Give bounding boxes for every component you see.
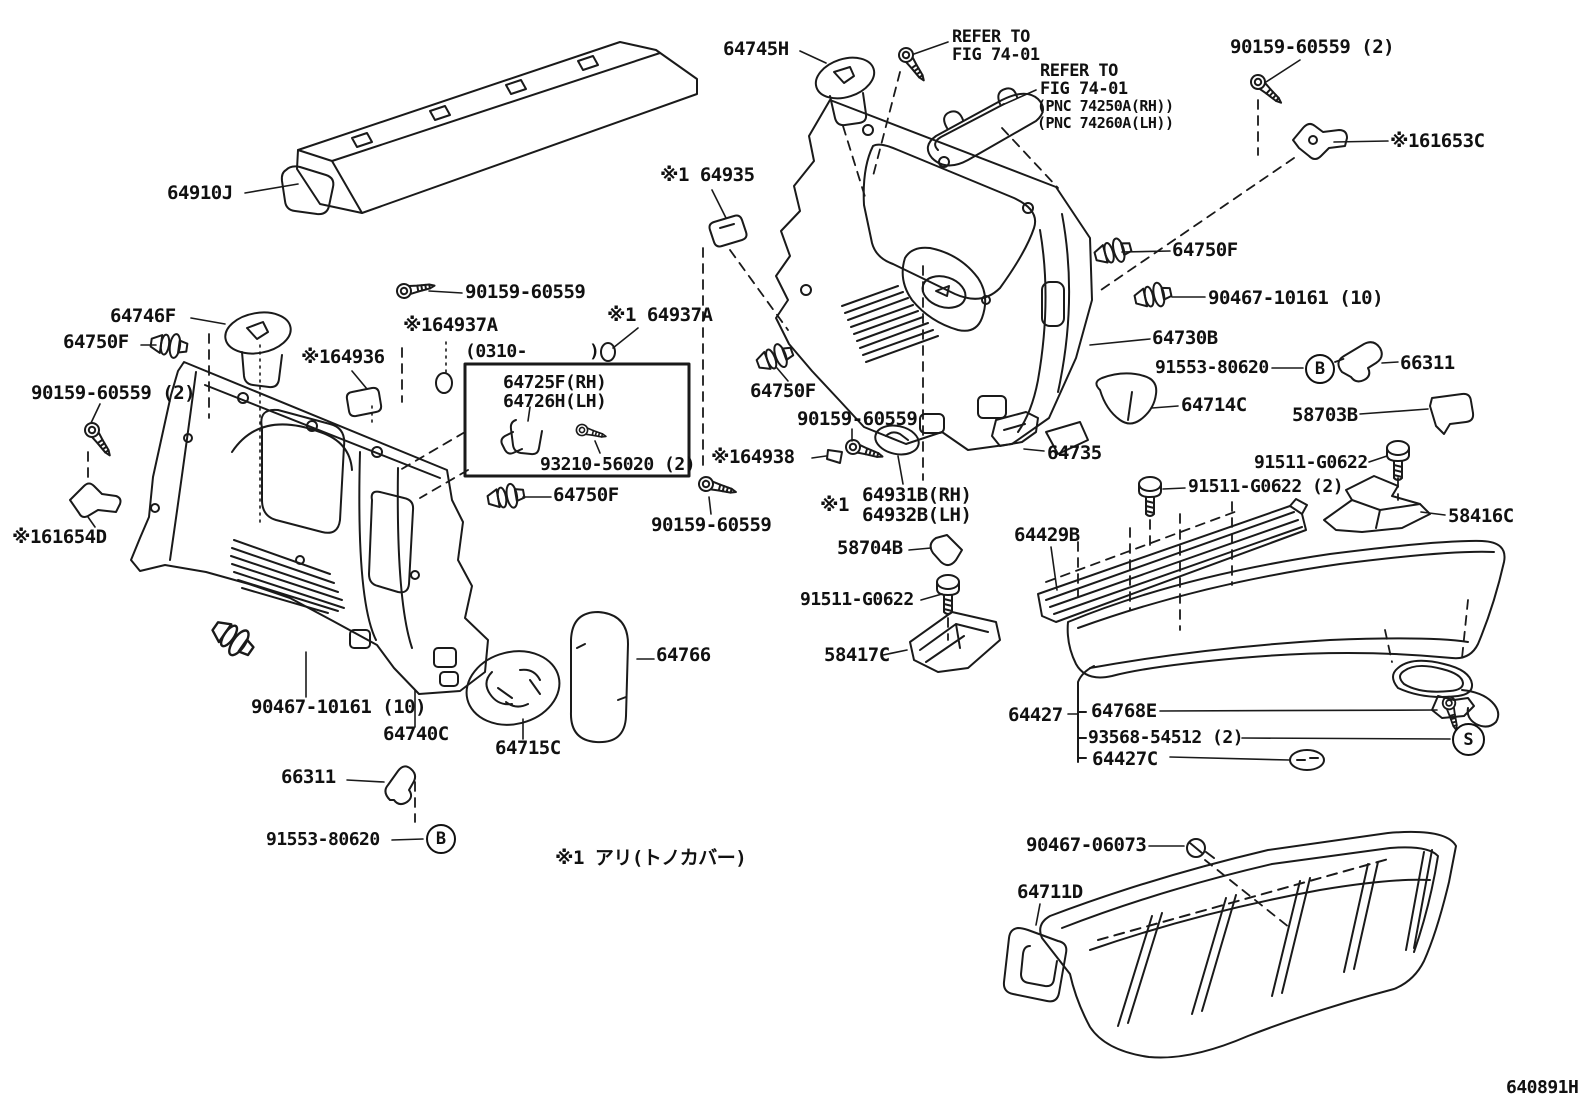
label-58703B: 58703B — [1292, 404, 1358, 426]
label-161653C: ※161653C — [1390, 130, 1485, 152]
part-161653C-bracket — [1292, 122, 1348, 160]
label-161654D: ※161654D — [12, 526, 107, 548]
label-64735: 64735 — [1047, 442, 1102, 464]
label-64725F-64726H: 64725F(RH) 64726H(LH) — [503, 372, 607, 413]
label-90159-60559-center2: 90159-60559 — [651, 514, 772, 536]
label-64745H: 64745H — [723, 38, 789, 60]
label-64750F-center2: 64750F — [553, 484, 619, 506]
part-90467-06073-clip — [1186, 838, 1215, 859]
label-64740C: 64740C — [383, 723, 449, 745]
label-66311-right: 66311 — [1400, 352, 1455, 374]
label-64766: 64766 — [656, 644, 711, 666]
part-58704B — [929, 534, 963, 566]
label-64427: 64427 — [1008, 704, 1063, 726]
label-64711D: 64711D — [1017, 881, 1083, 903]
part-64935-clip — [708, 214, 748, 248]
label-164937A-left: ※164937A — [403, 314, 498, 336]
part-58416C — [1323, 475, 1431, 533]
label-90467-10161-right: 90467-10161 (10) — [1208, 287, 1384, 309]
label-91553-80620-left: 91553-80620 — [266, 829, 380, 850]
part-164938-clip — [826, 449, 843, 464]
leader-lines — [87, 41, 1451, 926]
label-90159-60559-2-left: 90159-60559 (2) — [31, 382, 196, 404]
label-164938: ※164938 — [711, 446, 795, 468]
label-93210-56020: 93210-56020 (2) — [540, 454, 696, 475]
part-armrest-refer-fig7401 — [926, 87, 1044, 167]
part-64427C-clip — [1289, 749, 1325, 771]
circled-letter-S: S — [1452, 723, 1485, 756]
part-64715C — [465, 650, 561, 726]
part-64725F-clip — [500, 419, 543, 456]
part-64429B-strip — [1037, 498, 1308, 623]
label-90159-60559-topcenter: 90159-60559 — [465, 281, 586, 303]
label-164936: ※164936 — [301, 346, 385, 368]
label-64750F-center1: 64750F — [750, 380, 816, 402]
label-91511-G0622-2: 91511-G0622 (2) — [1188, 476, 1344, 497]
label-refer-pnc-rh: (PNC 74250A(RH)) — [1037, 97, 1174, 115]
label-refer-side: REFER TO FIG 74-01 — [1040, 61, 1128, 100]
fastener-rivets — [148, 234, 1175, 665]
part-161654D-bracket — [69, 482, 122, 518]
part-164936-clip — [345, 386, 383, 418]
label-58704B: 58704B — [837, 537, 903, 559]
part-58417C — [909, 611, 1001, 673]
label-64429B: 64429B — [1014, 524, 1080, 546]
label-64714C: 64714C — [1181, 394, 1247, 416]
label-90467-10161-left: 90467-10161 (10) — [251, 696, 427, 718]
part-64746F-clip — [224, 311, 292, 389]
label-64910J: 64910J — [167, 182, 233, 204]
label-drawing-number: 640891H — [1506, 1077, 1579, 1098]
label-footnote: ※1 アリ(トノカバー) — [555, 847, 747, 869]
label-91511-G0622-right: 91511-G0622 — [1254, 452, 1368, 473]
part-64427-package-tray — [1066, 539, 1506, 679]
label-58416C: 58416C — [1448, 505, 1514, 527]
label-64746F: 64746F — [110, 305, 176, 327]
label-58417C: 58417C — [824, 644, 890, 666]
label-64730B: 64730B — [1152, 327, 1218, 349]
part-64931B-clip — [874, 424, 920, 456]
part-64937A-grommet-right — [600, 342, 616, 362]
projection-dashed-lines — [87, 71, 1469, 929]
part-64714C-cover — [1095, 372, 1158, 425]
label-0310-range: (0310- ) — [465, 341, 600, 362]
option-box-64725F — [463, 362, 691, 478]
part-64740C-quarter-trim — [130, 361, 489, 695]
label-91511-G0622-left: 91511-G0622 — [800, 589, 914, 610]
label-64931-prefix: ※1 — [820, 494, 849, 516]
label-66311-left: 66311 — [281, 766, 336, 788]
label-64715C: 64715C — [495, 737, 561, 759]
part-64910J-package-tray — [280, 41, 698, 216]
label-64937A-right: ※1 64937A — [607, 304, 713, 326]
label-refer-pnc-lh: (PNC 74260A(LH)) — [1037, 114, 1174, 132]
label-90159-60559-center1: 90159-60559 — [797, 408, 918, 430]
label-64931B-64932B: 64931B(RH) 64932B(LH) — [862, 484, 972, 527]
part-64735-bracket — [991, 411, 1089, 455]
part-64711D-tray — [1002, 830, 1457, 1059]
label-91553-80620-right: 91553-80620 — [1155, 357, 1269, 378]
part-66311-hook-left — [384, 765, 417, 806]
label-90159-60559-2-top: 90159-60559 (2) — [1230, 36, 1395, 58]
label-90467-06073: 90467-06073 — [1026, 834, 1147, 856]
part-66311-hook-right — [1337, 341, 1383, 383]
part-58703B-cap — [1429, 392, 1475, 435]
part-64745H-clip — [814, 56, 876, 127]
part-64730B-quarter-trim — [775, 99, 1093, 451]
circled-letter-B-left: B — [426, 824, 456, 854]
label-64768E: 64768E — [1091, 700, 1157, 722]
part-64937A-grommet-left — [435, 372, 453, 394]
label-refer-top: REFER TO FIG 74-01 — [952, 27, 1040, 66]
label-64935: ※1 64935 — [660, 164, 755, 186]
part-64768E-hook — [1392, 659, 1500, 728]
label-64427C: 64427C — [1092, 748, 1158, 770]
label-64750F-right: 64750F — [1172, 239, 1238, 261]
label-93568-54512: 93568-54512 (2) — [1088, 727, 1244, 748]
label-64750F-left: 64750F — [63, 331, 129, 353]
projection-dotted-lines — [259, 341, 447, 527]
part-64766-pad — [569, 611, 629, 744]
circled-letter-B-right: B — [1305, 354, 1335, 384]
bracket-64427 — [1077, 665, 1095, 763]
